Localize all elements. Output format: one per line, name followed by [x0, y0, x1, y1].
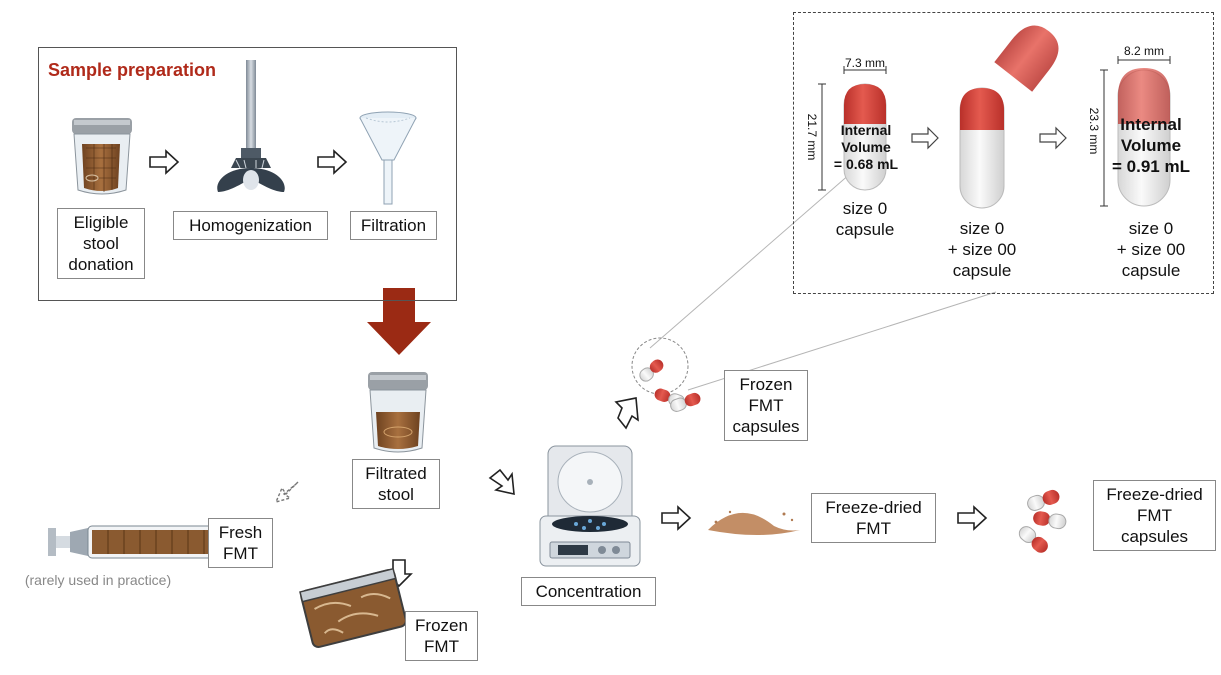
- eligible-stool-label: Eligible stool donation: [57, 208, 145, 279]
- capsule-combined-icon: [1100, 56, 1171, 207]
- filtrated-stool-label: Filtrated stool: [352, 459, 440, 509]
- freeze-dried-capsules-label: Freeze-dried FMT capsules: [1093, 480, 1216, 551]
- homogenization-label: Homogenization: [173, 211, 328, 240]
- capsule1-caption: size 0 capsule: [835, 199, 895, 239]
- arrow-to-concentration: [488, 468, 515, 496]
- fresh-fmt-label: Fresh FMT: [208, 518, 273, 568]
- frozen-fmt-capsules-label: Frozen FMT capsules: [724, 370, 808, 441]
- arrow-to-frozen-capsules: [614, 397, 639, 430]
- capsule2-caption: size 0 + size 00 capsule: [947, 219, 1017, 280]
- concentration-label: Concentration: [521, 577, 656, 606]
- powder-pile-icon: [708, 510, 800, 535]
- arrow-to-freeze-dried-capsules: [957, 505, 988, 531]
- frozen-fmt-label: Frozen FMT: [405, 611, 478, 661]
- frozen-capsules-icon: [631, 337, 701, 412]
- homogenizer-icon: [217, 60, 285, 192]
- sample-preparation-box: [38, 47, 457, 301]
- sample-preparation-title: Sample preparation: [48, 60, 217, 80]
- zoom-arrow-2: [1039, 126, 1067, 150]
- freeze-dried-fmt-label: Freeze-dried FMT: [811, 493, 936, 543]
- stool-jar-icon: [72, 118, 132, 195]
- funnel-icon: [359, 111, 417, 205]
- capsule-zoom-box: [793, 12, 1214, 294]
- freeze-dried-capsules-icon: [1018, 489, 1067, 553]
- capsule1-width: 7.3 mm: [844, 56, 885, 70]
- frozen-bag-icon: [299, 567, 407, 649]
- arrow-to-powder: [661, 505, 692, 531]
- capsule-size-0-plus-00-icon: [959, 25, 1059, 209]
- dashed-arrow-fresh: [274, 481, 299, 504]
- capsule1-volume: Internal Volume = 0.68 mL: [833, 122, 899, 172]
- capsule3-volume: Internal Volume = 0.91 mL: [1112, 115, 1190, 176]
- centrifuge-icon: [539, 445, 641, 567]
- capsule3-width: 8.2 mm: [1123, 44, 1164, 58]
- prep-flow-arrows: [149, 149, 348, 175]
- filtration-label: Filtration: [350, 211, 437, 240]
- filtrated-stool-jar-icon: [368, 372, 428, 453]
- capsule-size-0-icon: [818, 66, 887, 191]
- capsule3-caption: size 0 + size 00 capsule: [1116, 219, 1186, 280]
- rarely-used-note: (rarely used in practice): [24, 572, 172, 588]
- zoom-arrow-1: [911, 126, 939, 150]
- syringe-icon: [48, 525, 240, 559]
- big-down-arrow: [367, 288, 431, 355]
